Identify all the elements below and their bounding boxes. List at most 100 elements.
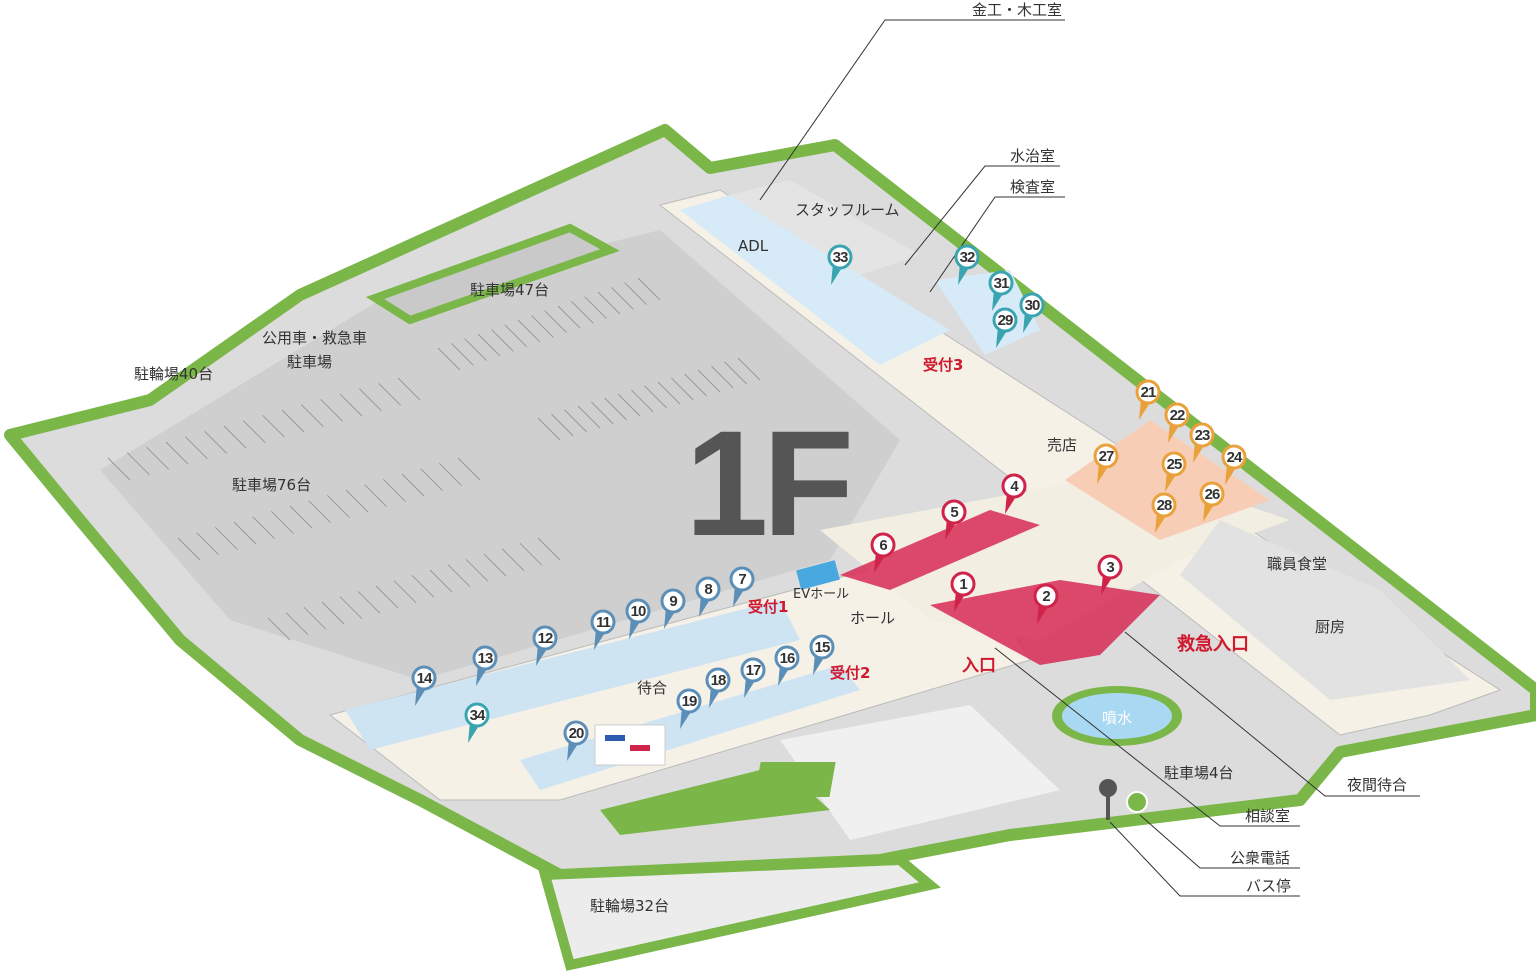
room-pin-25[interactable]: 25 (1161, 451, 1187, 492)
pin-head (1033, 583, 1059, 609)
parking-stall-line (557, 305, 581, 329)
room-pin-18[interactable]: 18 (705, 667, 731, 708)
pin-head (988, 270, 1014, 296)
room-pin-8[interactable]: 8 (695, 576, 721, 617)
pin-head (695, 576, 721, 602)
room-pin-12[interactable]: 12 (532, 625, 558, 666)
pin-number: 17 (746, 662, 761, 679)
elevator-hall (796, 560, 840, 590)
pin-head (1019, 292, 1045, 318)
parking-stall-line (326, 494, 350, 518)
parking-stall-line (438, 462, 462, 486)
parking-stall-line (214, 526, 238, 550)
parking-stall-line (519, 542, 543, 566)
pin-head (1161, 451, 1187, 477)
pin-head (1135, 379, 1161, 405)
pin-head (1151, 492, 1177, 518)
pin-head (676, 688, 702, 714)
parking-stall-line (270, 510, 294, 534)
parking-stall-line (724, 361, 748, 385)
pin-head (1189, 422, 1215, 448)
room-pin-27[interactable]: 27 (1093, 443, 1119, 484)
pin-head (740, 657, 766, 683)
room-pin-31[interactable]: 31 (988, 270, 1014, 311)
pin-head (1221, 444, 1247, 470)
room-pin-26[interactable]: 26 (1199, 481, 1225, 522)
room-pin-28[interactable]: 28 (1151, 492, 1177, 533)
pin-head (729, 566, 755, 592)
room-pin-17[interactable]: 17 (740, 657, 766, 698)
room-pin-3[interactable]: 3 (1097, 554, 1123, 595)
room-pin-22[interactable]: 22 (1164, 402, 1190, 443)
room-pin-14[interactable]: 14 (411, 665, 437, 706)
room-pin-13[interactable]: 13 (472, 645, 498, 686)
parking-stall-line (358, 388, 382, 412)
pin-head (472, 645, 498, 671)
room-pin-2[interactable]: 2 (1033, 583, 1059, 624)
parking-stall-line (382, 478, 406, 502)
parking-stall-line (450, 342, 474, 366)
room-pin-1[interactable]: 1 (950, 571, 976, 612)
room-pin-9[interactable]: 9 (660, 588, 686, 629)
room-pin-11[interactable]: 11 (590, 609, 616, 650)
pin-head (1164, 402, 1190, 428)
pin-number: 3 (1106, 559, 1114, 576)
parking-stall-line (504, 324, 528, 348)
room-pin-29[interactable]: 29 (992, 307, 1018, 348)
parking-stall-line (584, 296, 608, 320)
parking-stall-line (697, 369, 721, 393)
bus-stop-icon (1099, 779, 1117, 797)
parking-stall-line (465, 558, 489, 582)
room-pin-16[interactable]: 16 (774, 645, 800, 686)
room-pin-7[interactable]: 7 (729, 566, 755, 607)
pin-head (992, 307, 1018, 333)
garden (600, 765, 830, 835)
label-staff-cafeteria: 職員食堂 (1267, 555, 1327, 573)
parking-stall-line (146, 446, 170, 470)
pin-head (705, 667, 731, 693)
room-pin-15[interactable]: 15 (809, 634, 835, 675)
pin-head (941, 499, 967, 525)
pin-head (532, 625, 558, 651)
parking-lot-47 (365, 223, 620, 325)
room-pin-24[interactable]: 24 (1221, 444, 1247, 485)
label-emergency-entrance: 救急入口 (1177, 633, 1249, 655)
pin-number: 15 (815, 639, 830, 656)
toilet-male-icon (605, 735, 625, 741)
label-public-phone: 公衆電話 (1230, 849, 1290, 867)
pin-head (1001, 473, 1027, 499)
label-reception1: 受付1 (748, 598, 788, 616)
parking-stall-line (624, 282, 648, 306)
parking-stall-line (447, 564, 471, 588)
pin-head (660, 588, 686, 614)
pin-number: 5 (950, 504, 958, 521)
room-pin-32[interactable]: 32 (954, 244, 980, 285)
room-pin-10[interactable]: 10 (625, 598, 651, 639)
parking-stall-line (267, 617, 291, 641)
room-pin-23[interactable]: 23 (1189, 422, 1215, 463)
parking-stall-line (364, 484, 388, 508)
label-reception2: 受付2 (830, 664, 870, 682)
room-pin-33[interactable]: 33 (827, 244, 853, 285)
parking-stall-line (670, 377, 694, 401)
room-pin-20[interactable]: 20 (563, 720, 589, 761)
label-bike40: 駐輪場40台 (134, 365, 213, 383)
room-pin-4[interactable]: 4 (1001, 473, 1027, 514)
pin-number: 19 (682, 693, 697, 710)
room-pin-30[interactable]: 30 (1019, 292, 1045, 333)
fountain-water (1062, 693, 1172, 739)
room-pin-19[interactable]: 19 (676, 688, 702, 729)
label-exam-room: 検査室 (1010, 178, 1055, 196)
staff-room-block (730, 180, 920, 275)
room-pin-6[interactable]: 6 (870, 532, 896, 573)
pin-number: 22 (1170, 407, 1185, 424)
parking-stall-line (570, 300, 594, 324)
south-ground (538, 854, 942, 971)
label-official-parking-2: 駐車場 (287, 353, 332, 371)
parking-stall-line (411, 574, 435, 598)
parking-stall-line (126, 452, 150, 476)
room-pin-21[interactable]: 21 (1135, 379, 1161, 420)
room-pin-34[interactable]: 34 (464, 702, 490, 743)
label-metal-wood-room: 金工・木工室 (972, 1, 1062, 19)
room-pin-5[interactable]: 5 (941, 499, 967, 540)
